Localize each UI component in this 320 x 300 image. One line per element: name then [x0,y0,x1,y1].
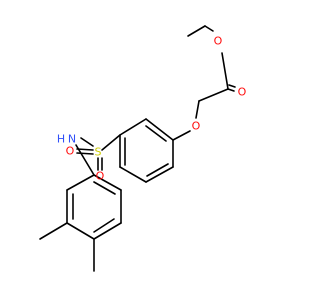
ring1-bond-1 [145,118,174,141]
bond-carbonyl-ch2 [198,88,229,102]
ring2-bond-3 [93,222,122,240]
bond-carbonyl-double-2 [228,84,236,88]
ring1-bond-4 [119,166,147,183]
atom-sulfur: S [95,146,102,159]
bond-ch2-ether-o [195,100,200,119]
atom-nitrogen: N [68,133,76,146]
ring1-inner-3 [146,163,169,177]
bond-carbonyl-double-1 [227,88,235,92]
ring1-inner-1 [145,125,167,142]
bond-sulfonyl-o-left-1 [76,148,94,151]
atom-ester-o: O [214,35,223,48]
bond-sulfonyl-o-left-2 [76,152,94,155]
bond-ring-sulfur [101,134,121,151]
ring2-inner-2 [93,218,115,233]
bond-sulfur-nitrogen [80,137,94,147]
ring2-bond-1 [93,174,122,191]
atom-ether-o: O [192,120,201,133]
bond-ester-o-carbonyl-c [221,52,229,90]
atom-labels: O O O S O O N H [57,35,247,183]
bond-ethyl-ch3-ch2 [187,25,206,37]
ring2-inner-1 [93,181,116,195]
ring2-bond-4 [66,222,95,240]
atom-carbonyl-o: O [238,86,247,99]
atom-sulfonyl-o-bottom: O [96,170,105,183]
molecule-structure-diagram: O O O S O O N H [39,25,247,272]
bond-ether-o-ring [172,130,191,141]
bond-methyl-3 [39,222,68,240]
bond-ethyl-ch2-o [204,25,214,32]
bond-nitrogen-ring2 [75,144,95,176]
atom-sulfonyl-o-left: O [66,145,75,158]
bonds [39,25,236,272]
ring1-bond-5 [145,166,174,183]
ring2-bond-6 [66,174,95,191]
atom-nitrogen-h: H [57,133,65,146]
ring1-bond-2 [119,118,147,136]
